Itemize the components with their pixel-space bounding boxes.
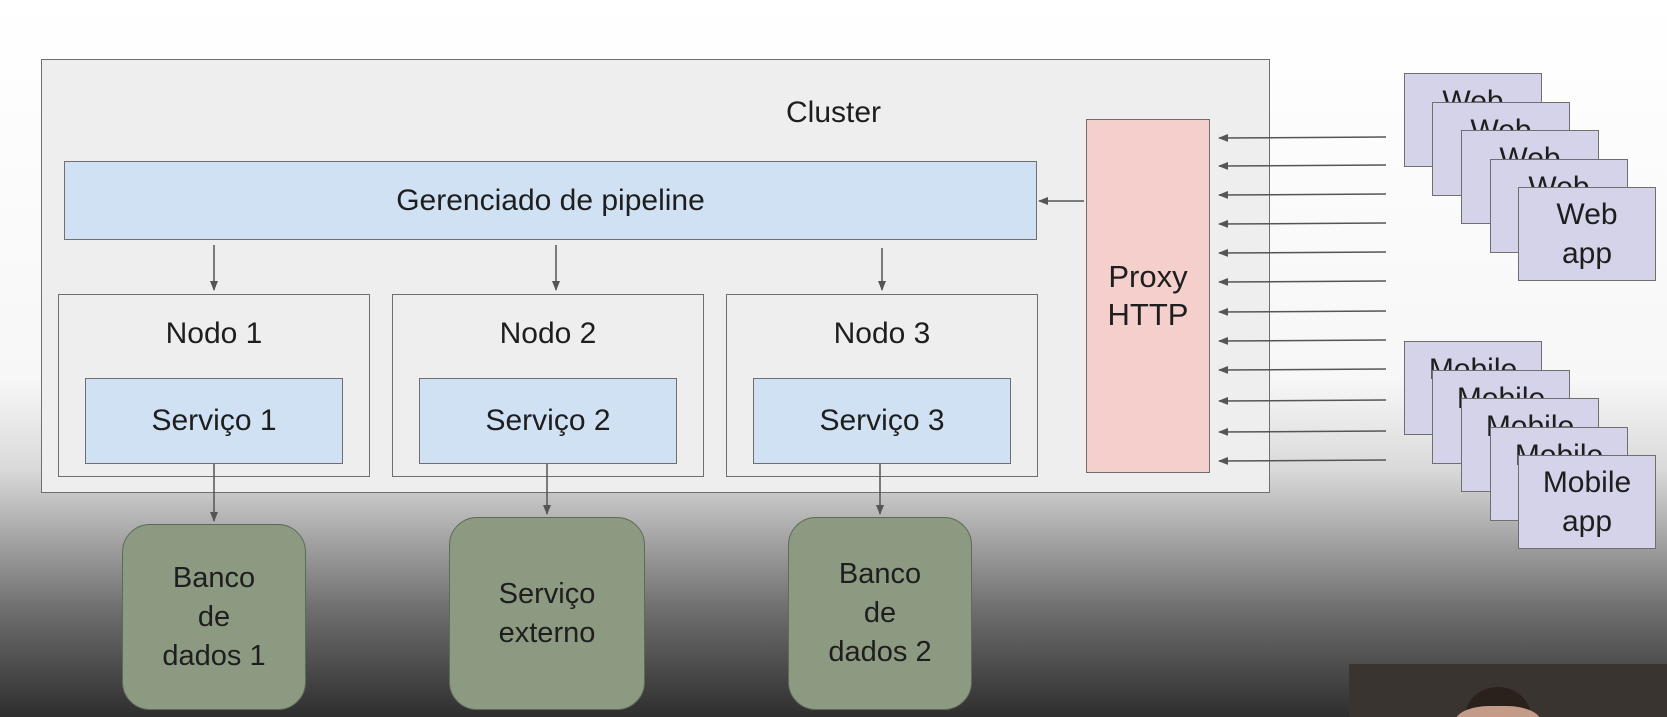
presenter-face	[1455, 706, 1541, 717]
external-service-line2: externo	[498, 616, 596, 649]
database-1-box: Banco de dados 1	[122, 524, 306, 710]
arrow-client-to-proxy	[1218, 427, 1387, 436]
proxy-label-line1: Proxy	[1108, 259, 1188, 294]
database-1-line1: Banco	[172, 561, 256, 594]
arrow-client-to-proxy	[1218, 277, 1387, 286]
proxy-http-box: Proxy HTTP	[1086, 119, 1210, 473]
database-2-line2: de	[863, 597, 897, 629]
database-2-box: Banco de dados 2	[788, 517, 972, 710]
arrow-client-to-proxy	[1218, 336, 1387, 345]
service-2-label: Serviço 2	[485, 404, 611, 437]
arrow-client-to-proxy	[1218, 133, 1387, 142]
node-3-label: Nodo 3	[833, 317, 931, 350]
external-service-line1: Serviço	[498, 577, 596, 610]
mobile-app-label-line1: Mobile	[1542, 466, 1632, 499]
mobile-app-card-front: Mobile app	[1518, 455, 1656, 549]
service-3-box: Serviço 3	[753, 378, 1011, 464]
cluster-label: Cluster	[785, 96, 882, 129]
mobile-app-label-line2: app	[1561, 505, 1613, 538]
proxy-label-line2: HTTP	[1107, 297, 1189, 332]
node-1-label: Nodo 1	[165, 317, 263, 350]
arrow-client-to-proxy	[1218, 190, 1387, 199]
arrow-client-to-proxy	[1218, 219, 1387, 228]
arrow-client-to-proxy	[1218, 307, 1387, 316]
service-2-box: Serviço 2	[419, 378, 677, 464]
web-app-label-line2: app	[1561, 237, 1613, 270]
service-3-label: Serviço 3	[819, 404, 945, 437]
web-app-label-line1: Web	[1556, 198, 1618, 231]
arrow-client-to-proxy	[1218, 161, 1387, 170]
arrow-client-to-proxy	[1218, 248, 1387, 257]
pipeline-manager-label: Gerenciado de pipeline	[396, 183, 705, 217]
arrow-client-to-proxy	[1218, 456, 1387, 465]
arrow-client-to-proxy	[1218, 396, 1387, 405]
pipeline-manager-box: Gerenciado de pipeline	[64, 161, 1037, 240]
database-2-line1: Banco	[838, 558, 922, 590]
database-1-line3: dados 1	[162, 639, 266, 672]
arrow-client-to-proxy	[1218, 365, 1387, 374]
service-1-label: Serviço 1	[151, 404, 277, 437]
external-service-box: Serviço externo	[449, 517, 645, 710]
database-2-line3: dados 2	[828, 636, 932, 668]
service-1-box: Serviço 1	[85, 378, 343, 464]
node-2-label: Nodo 2	[499, 317, 597, 350]
database-1-line2: de	[197, 600, 231, 633]
presenter-webcam-overlay	[1349, 664, 1667, 717]
web-app-card-front: Web app	[1518, 187, 1656, 281]
